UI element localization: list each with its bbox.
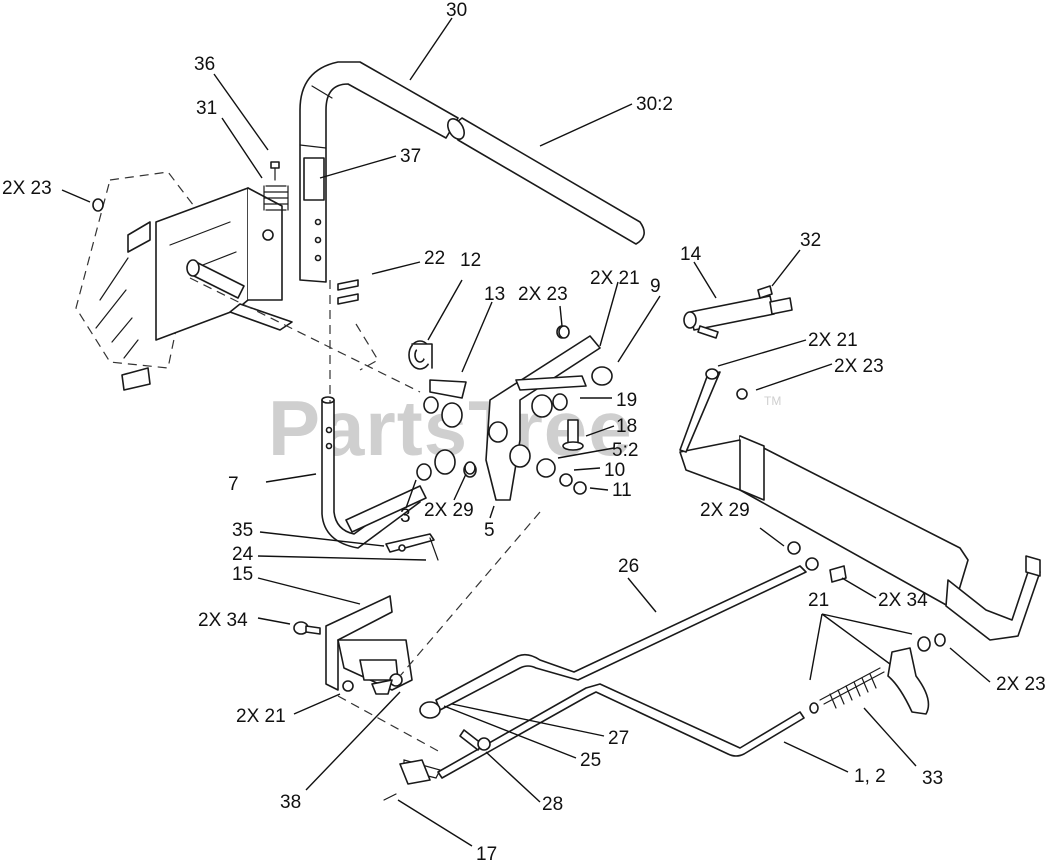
callout-1-2: 1, 2 bbox=[854, 766, 886, 787]
callout-2x23-b: 2X 23 bbox=[518, 284, 568, 305]
callout-25: 25 bbox=[580, 750, 601, 771]
callout-17: 17 bbox=[476, 844, 497, 865]
callout-19: 19 bbox=[616, 390, 637, 411]
rod-26 bbox=[419, 557, 847, 719]
callout-2x34-a: 2X 34 bbox=[198, 610, 248, 631]
callout-30-2: 30:2 bbox=[636, 94, 673, 115]
callout-5: 5 bbox=[484, 520, 495, 541]
right-frame bbox=[679, 435, 1041, 641]
callout-14: 14 bbox=[680, 244, 702, 265]
callout-13: 13 bbox=[484, 284, 505, 305]
callout-33: 33 bbox=[922, 768, 943, 789]
nut-23-right bbox=[917, 633, 946, 652]
lower-bracket-15 bbox=[325, 595, 413, 695]
callout-22: 22 bbox=[424, 248, 445, 269]
callout-2x23-c: 2X 23 bbox=[834, 356, 884, 377]
pivot-bracket-5 bbox=[485, 325, 613, 501]
callout-2x21-c: 2X 21 bbox=[236, 706, 286, 727]
callout-12: 12 bbox=[460, 250, 481, 271]
screw-36 bbox=[270, 161, 280, 181]
pin-18 bbox=[562, 419, 584, 451]
callout-24: 24 bbox=[232, 544, 254, 565]
callout-21: 21 bbox=[808, 590, 829, 611]
callout-2x29-a: 2X 29 bbox=[424, 500, 474, 521]
pedal-lever bbox=[887, 647, 930, 715]
callout-5-2: 5:2 bbox=[612, 440, 638, 461]
callout-35: 35 bbox=[232, 520, 253, 541]
cotter-17 bbox=[383, 793, 397, 801]
leader-lines bbox=[61, 17, 991, 847]
callout-2x23-a: 2X 23 bbox=[2, 178, 52, 199]
bolts-22 bbox=[337, 279, 359, 305]
callout-31: 31 bbox=[196, 98, 217, 119]
pin-28 bbox=[459, 729, 491, 751]
rod-link bbox=[679, 368, 748, 453]
callout-2x34-b: 2X 34 bbox=[878, 590, 928, 611]
callout-38: 38 bbox=[280, 792, 301, 813]
upper-bracket bbox=[155, 187, 293, 341]
bolt-34-left bbox=[293, 621, 321, 635]
left-mount-plate bbox=[75, 171, 209, 391]
spring-31 bbox=[263, 185, 289, 211]
callout-15: 15 bbox=[232, 564, 253, 585]
callout-7: 7 bbox=[228, 474, 239, 495]
damper-14 bbox=[683, 285, 793, 339]
callout-2x29-b: 2X 29 bbox=[700, 500, 750, 521]
control-handle-30 bbox=[299, 61, 459, 283]
callout-18: 18 bbox=[616, 416, 637, 437]
assembly-lines bbox=[189, 277, 541, 753]
callout-10: 10 bbox=[604, 460, 625, 481]
callout-30: 30 bbox=[446, 0, 467, 21]
callout-32: 32 bbox=[800, 230, 821, 251]
callout-36: 36 bbox=[194, 54, 215, 75]
bushing-group bbox=[408, 340, 477, 481]
rod-1-2 bbox=[399, 683, 805, 785]
spring-33 bbox=[809, 667, 885, 714]
watermark-trademark: TM bbox=[764, 394, 781, 408]
grip-30-2 bbox=[447, 117, 645, 245]
callout-2x21-a: 2X 21 bbox=[590, 268, 640, 289]
callout-2x21-b: 2X 21 bbox=[808, 330, 858, 351]
misc-nuts bbox=[92, 198, 801, 555]
callout-26: 26 bbox=[618, 556, 639, 577]
callout-9: 9 bbox=[650, 276, 661, 297]
callout-11: 11 bbox=[612, 480, 632, 501]
link-24 bbox=[385, 533, 439, 561]
callout-37: 37 bbox=[400, 146, 421, 167]
callout-27: 27 bbox=[608, 728, 629, 749]
callout-3: 3 bbox=[400, 506, 411, 527]
callout-2x23-d: 2X 23 bbox=[996, 674, 1046, 695]
callout-28: 28 bbox=[542, 794, 563, 815]
pivot-shaft bbox=[186, 259, 245, 299]
